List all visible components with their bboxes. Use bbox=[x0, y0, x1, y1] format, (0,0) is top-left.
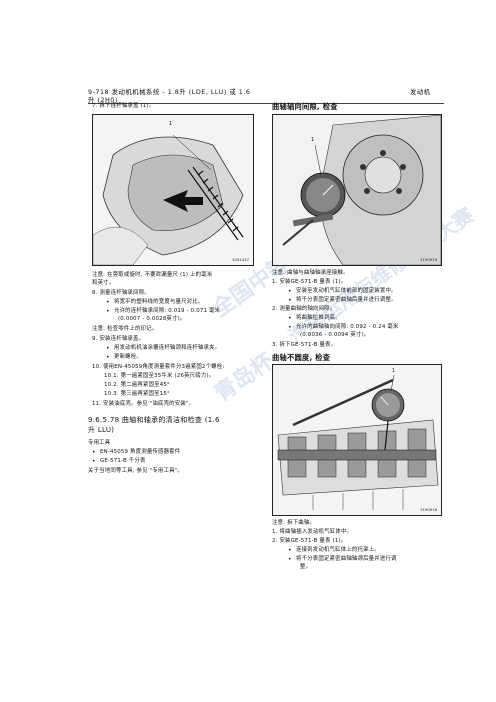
step-9: 9. 安装连杆轴承盖。 bbox=[92, 336, 145, 342]
note-4: 注意: 拆下曲轴。 bbox=[272, 520, 316, 526]
tool-1: EN-45059 角度测量传感器套件 bbox=[92, 449, 180, 457]
fig3-callout: 1 bbox=[392, 368, 396, 374]
header-left: 9-718 发动机机械系统 - 1.8升 (LDE, LLU) 或 1.6 bbox=[88, 88, 251, 96]
note-1: 注意: 在旁取或旋时, 不要泄漏量尺 (1) 上的毫米 bbox=[92, 272, 213, 278]
step-9-bullet-2: 更新螺栓。 bbox=[106, 354, 142, 362]
title-axial-clearance: 曲轴轴向间隙, 检查 bbox=[272, 102, 338, 111]
fig2-code: 3190919 bbox=[420, 257, 437, 262]
round-step-2-bullet-2: 将千分表固定紧密曲轴轴颈后量并进行调 bbox=[288, 556, 397, 564]
figure-rod-bearing-cap: 1 3291437 bbox=[92, 114, 254, 266]
note-3: 注意: 曲轴与曲轴轴承座接触。 bbox=[272, 270, 349, 276]
out-of-round-illustration bbox=[273, 365, 441, 515]
step-7: 7. 拆下连杆轴承盖 (1)。 bbox=[92, 103, 155, 109]
fig1-callout: 1 bbox=[169, 121, 173, 127]
axial-step-2-bullet-2: 允许的曲轴轴向间隙: 0.092 - 0.24 毫米 bbox=[288, 324, 399, 332]
figure-axial-clearance: 1 3190919 bbox=[272, 114, 442, 266]
fig3-code: 3190918 bbox=[420, 507, 437, 512]
tools-reference: 关于当地同等工具, 参见 "专用工具"。 bbox=[88, 468, 183, 474]
axial-step-3: 3. 拆下GE-571-B 量表。 bbox=[272, 342, 337, 348]
rod-bearing-cap-illustration bbox=[93, 115, 253, 265]
note-2: 注意: 检查零件上的印记。 bbox=[92, 326, 158, 332]
round-step-1: 1. 将曲轴插入发动机气缸体中。 bbox=[272, 529, 353, 535]
tools-heading: 专用工具 bbox=[88, 440, 111, 446]
step-10-1: 10.1. 第一遍紧固至35牛米 (26英尺磅力)。 bbox=[104, 373, 215, 379]
step-8-bullet-1: 将宽平的塑料线的宽度与量尺对比。 bbox=[106, 299, 203, 307]
fig2-callout: 1 bbox=[311, 137, 315, 143]
axial-step-1: 1. 安装GE-571-B 量表 (1)。 bbox=[272, 279, 347, 285]
step-10: 10. 使用EN-45059角度测量套件分3遍紧固2个螺栓: bbox=[92, 364, 225, 370]
fig1-code: 3291437 bbox=[232, 257, 249, 262]
step-9-bullet-1: 用发动机机油涂覆连杆轴颈和连杆轴承夹。 bbox=[106, 345, 220, 353]
round-step-2-bullet-2-cont: 整。 bbox=[300, 564, 312, 570]
axial-step-1-bullet-2: 将千分表固定紧密曲轴后量并进行调整。 bbox=[288, 297, 397, 305]
axial-step-1-bullet-1: 安装至发动机气缸体前部的固定装置中。 bbox=[288, 288, 397, 296]
step-8-bullet-2-cont: (0.0007 - 0.0028英寸)。 bbox=[118, 316, 186, 322]
axial-step-2: 2. 测量曲轴的轴向间隙。 bbox=[272, 306, 336, 312]
step-10-3: 10.3. 第三遍再紧固至15° bbox=[104, 391, 170, 397]
axial-step-2-bullet-1: 将曲轴拉推到底。 bbox=[288, 315, 341, 323]
step-11: 11. 安装油底壳。参见 "油底壳的安装"。 bbox=[92, 401, 195, 407]
tool-2: GE-571-B 千分表 bbox=[92, 458, 146, 466]
note-1-cont: 和英寸。 bbox=[92, 280, 115, 286]
title-out-of-round: 曲轴不圆度, 检查 bbox=[272, 353, 331, 362]
axial-clearance-illustration bbox=[273, 115, 441, 265]
step-8: 8. 测量连杆轴承间隙。 bbox=[92, 290, 150, 296]
step-8-bullet-2: 允许的连杆轴承间隙: 0.019 - 0.071 毫米 bbox=[106, 308, 220, 316]
section-title-cont: 升 LLU) bbox=[88, 426, 115, 434]
step-10-2: 10.2. 第二遍再紧固至45° bbox=[104, 382, 170, 388]
header-rule bbox=[88, 103, 444, 104]
watermark-1: 青岛杯 bbox=[210, 348, 279, 408]
section-title: 9.6.5.78 曲轴和轴承的清洁和检查 (1.6 bbox=[88, 416, 220, 424]
header-right: 发动机 bbox=[410, 88, 431, 96]
axial-step-2-bullet-2-cont: (0.0036 - 0.0094 英寸)。 bbox=[300, 332, 370, 338]
figure-out-of-round: 1 3190918 bbox=[272, 364, 442, 516]
header-left-cont: 升 (2H0) bbox=[88, 96, 118, 104]
round-step-2-bullet-1: 连接到发动机气缸体上的托架上。 bbox=[288, 547, 380, 555]
round-step-2: 2. 安装GE-571-B 量表 (1)。 bbox=[272, 538, 347, 544]
